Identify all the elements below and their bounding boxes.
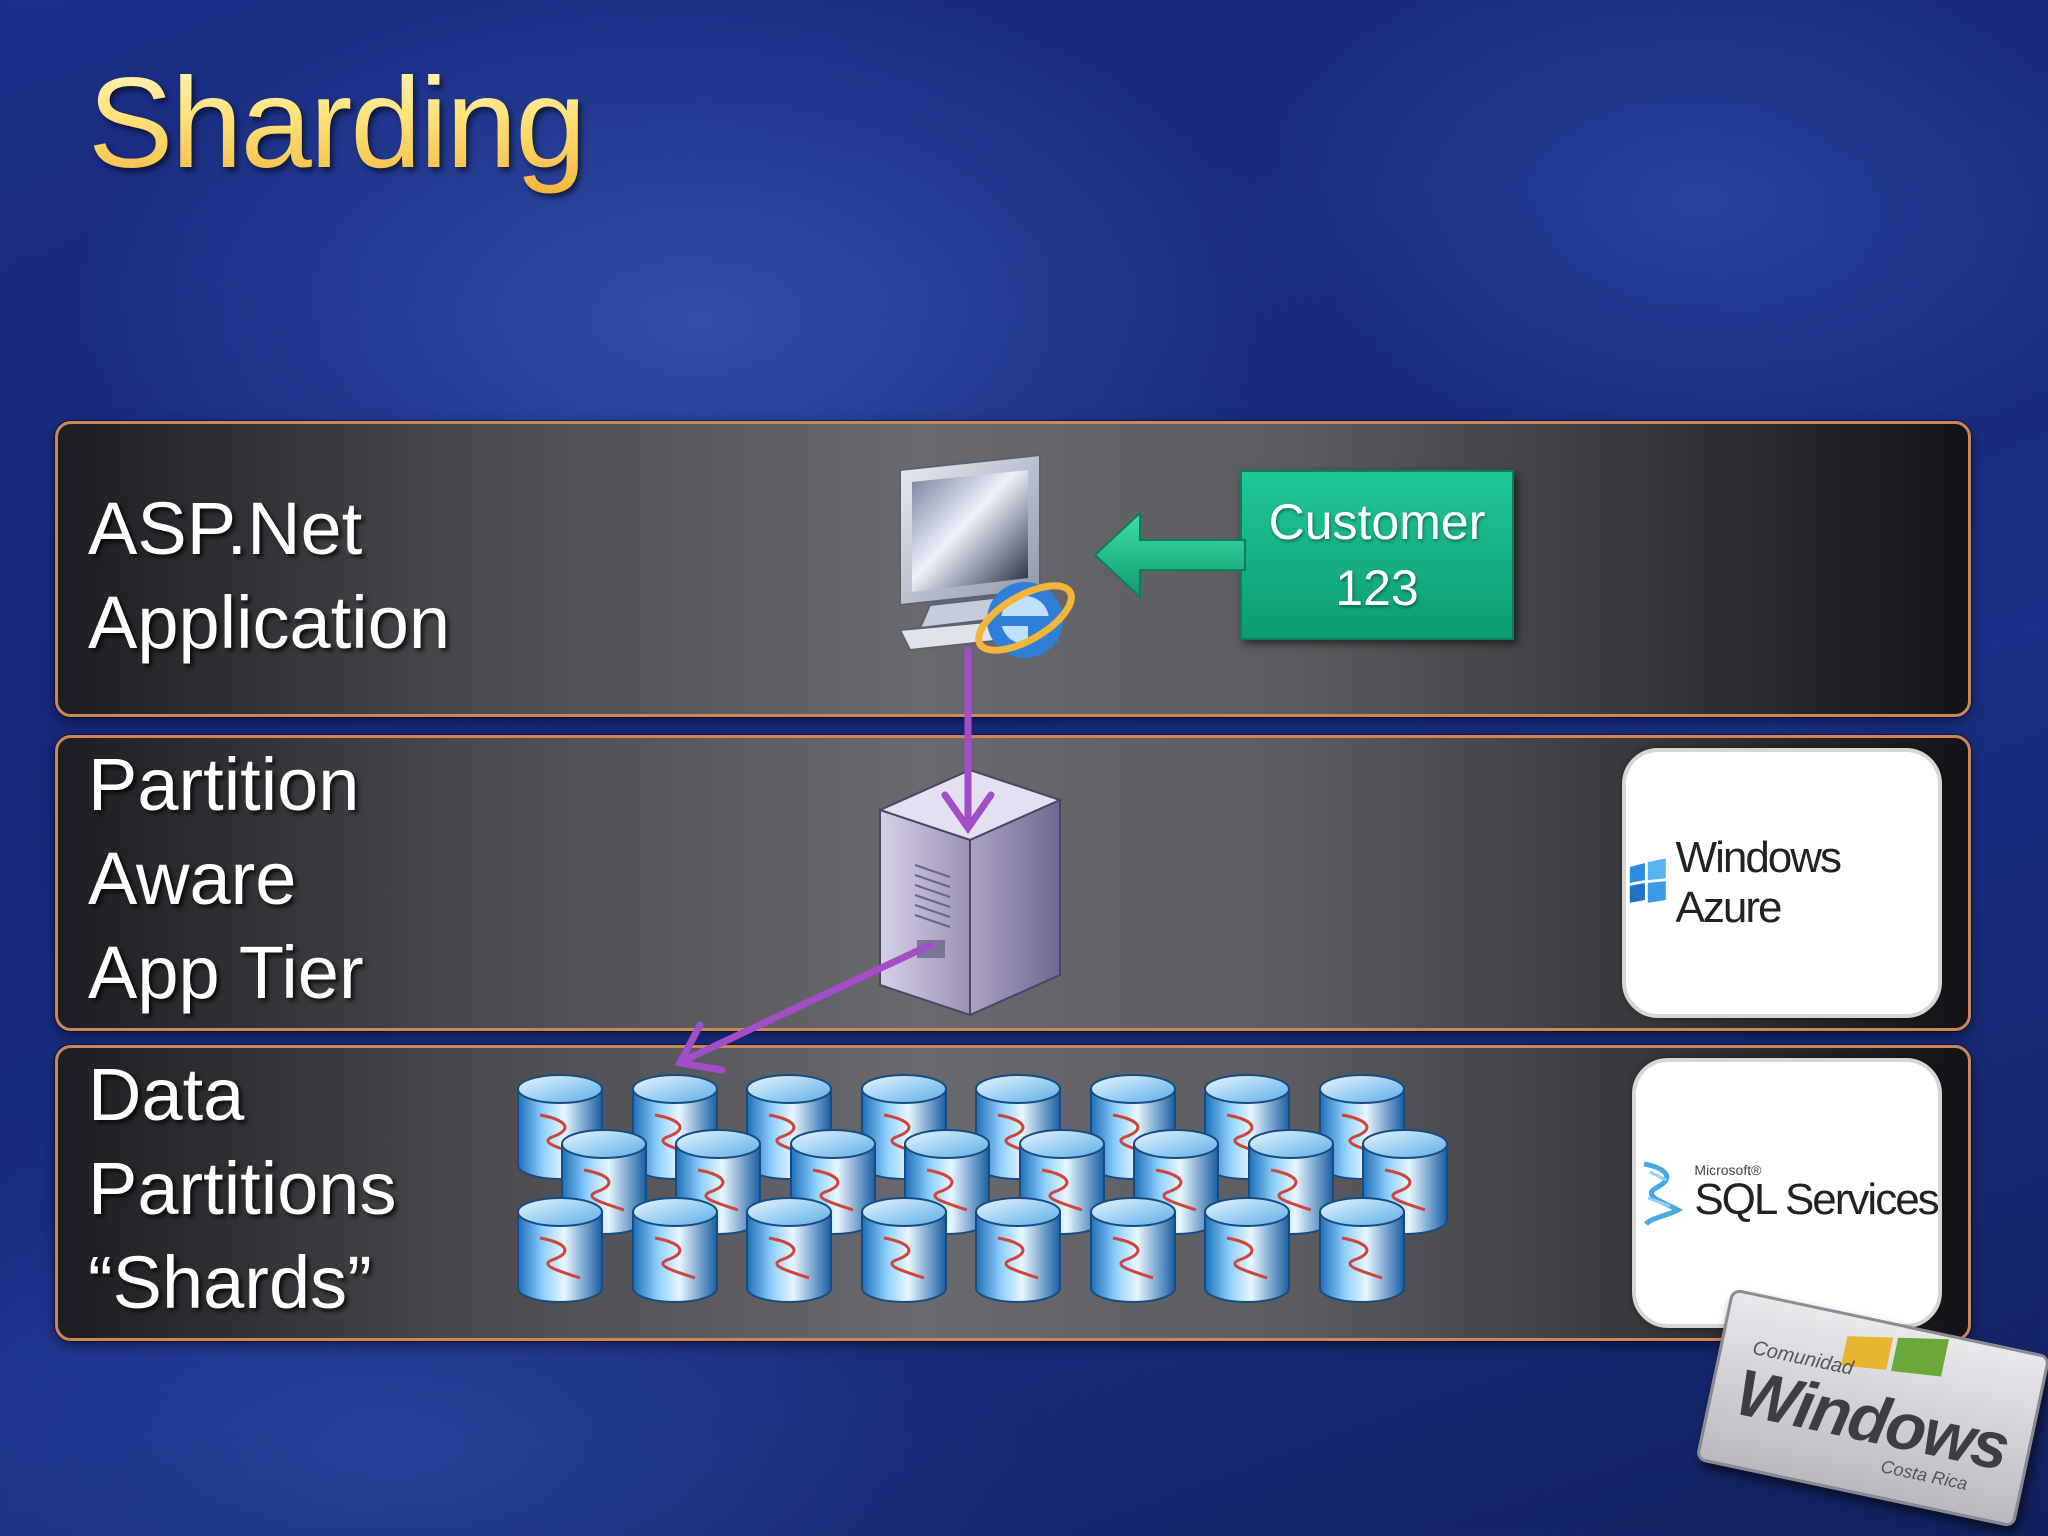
database-cylinder-icon bbox=[632, 1197, 718, 1303]
comunidad-windows-badge: Comunidad Windows Costa Rica bbox=[1695, 1288, 2048, 1528]
customer-id: 123 bbox=[1335, 560, 1419, 616]
database-cylinder-icon bbox=[861, 1197, 947, 1303]
sql-services-icon bbox=[1643, 1161, 1684, 1226]
database-cylinder-icon bbox=[1090, 1197, 1176, 1303]
tier-label-partition-aware: Partition Aware App Tier bbox=[88, 743, 364, 1014]
windows-logo-icon bbox=[1841, 1336, 1949, 1377]
slide-title: Sharding bbox=[88, 52, 586, 195]
windows-flag-icon bbox=[1629, 858, 1666, 903]
database-cylinder-icon bbox=[1204, 1197, 1290, 1303]
tier-label-asp-net: ASP.Net Application bbox=[88, 487, 451, 664]
customer-box: Customer 123 bbox=[1240, 470, 1514, 640]
tier-label-data-partitions: Data Partitions “Shards” bbox=[88, 1053, 397, 1324]
azure-logo-text: Windows Azure bbox=[1675, 833, 1843, 932]
database-cylinder-icon bbox=[746, 1197, 832, 1303]
windows-azure-logo: Windows Azure bbox=[1622, 748, 1942, 1018]
internet-explorer-icon bbox=[975, 582, 1075, 658]
database-cylinder-icon bbox=[1319, 1197, 1405, 1303]
sql-logo-text: Microsoft® SQL Services bbox=[1694, 1162, 1939, 1224]
server-icon bbox=[877, 768, 1063, 1017]
sql-services-logo: Microsoft® SQL Services bbox=[1632, 1058, 1942, 1328]
badge-windows: Windows bbox=[1729, 1354, 2015, 1484]
database-cylinder-icon bbox=[517, 1197, 603, 1303]
database-cylinder-icon bbox=[975, 1197, 1061, 1303]
customer-label: Customer bbox=[1268, 494, 1486, 550]
database-cylinder-icon bbox=[1248, 1129, 1334, 1235]
request-arrow bbox=[1093, 510, 1246, 600]
